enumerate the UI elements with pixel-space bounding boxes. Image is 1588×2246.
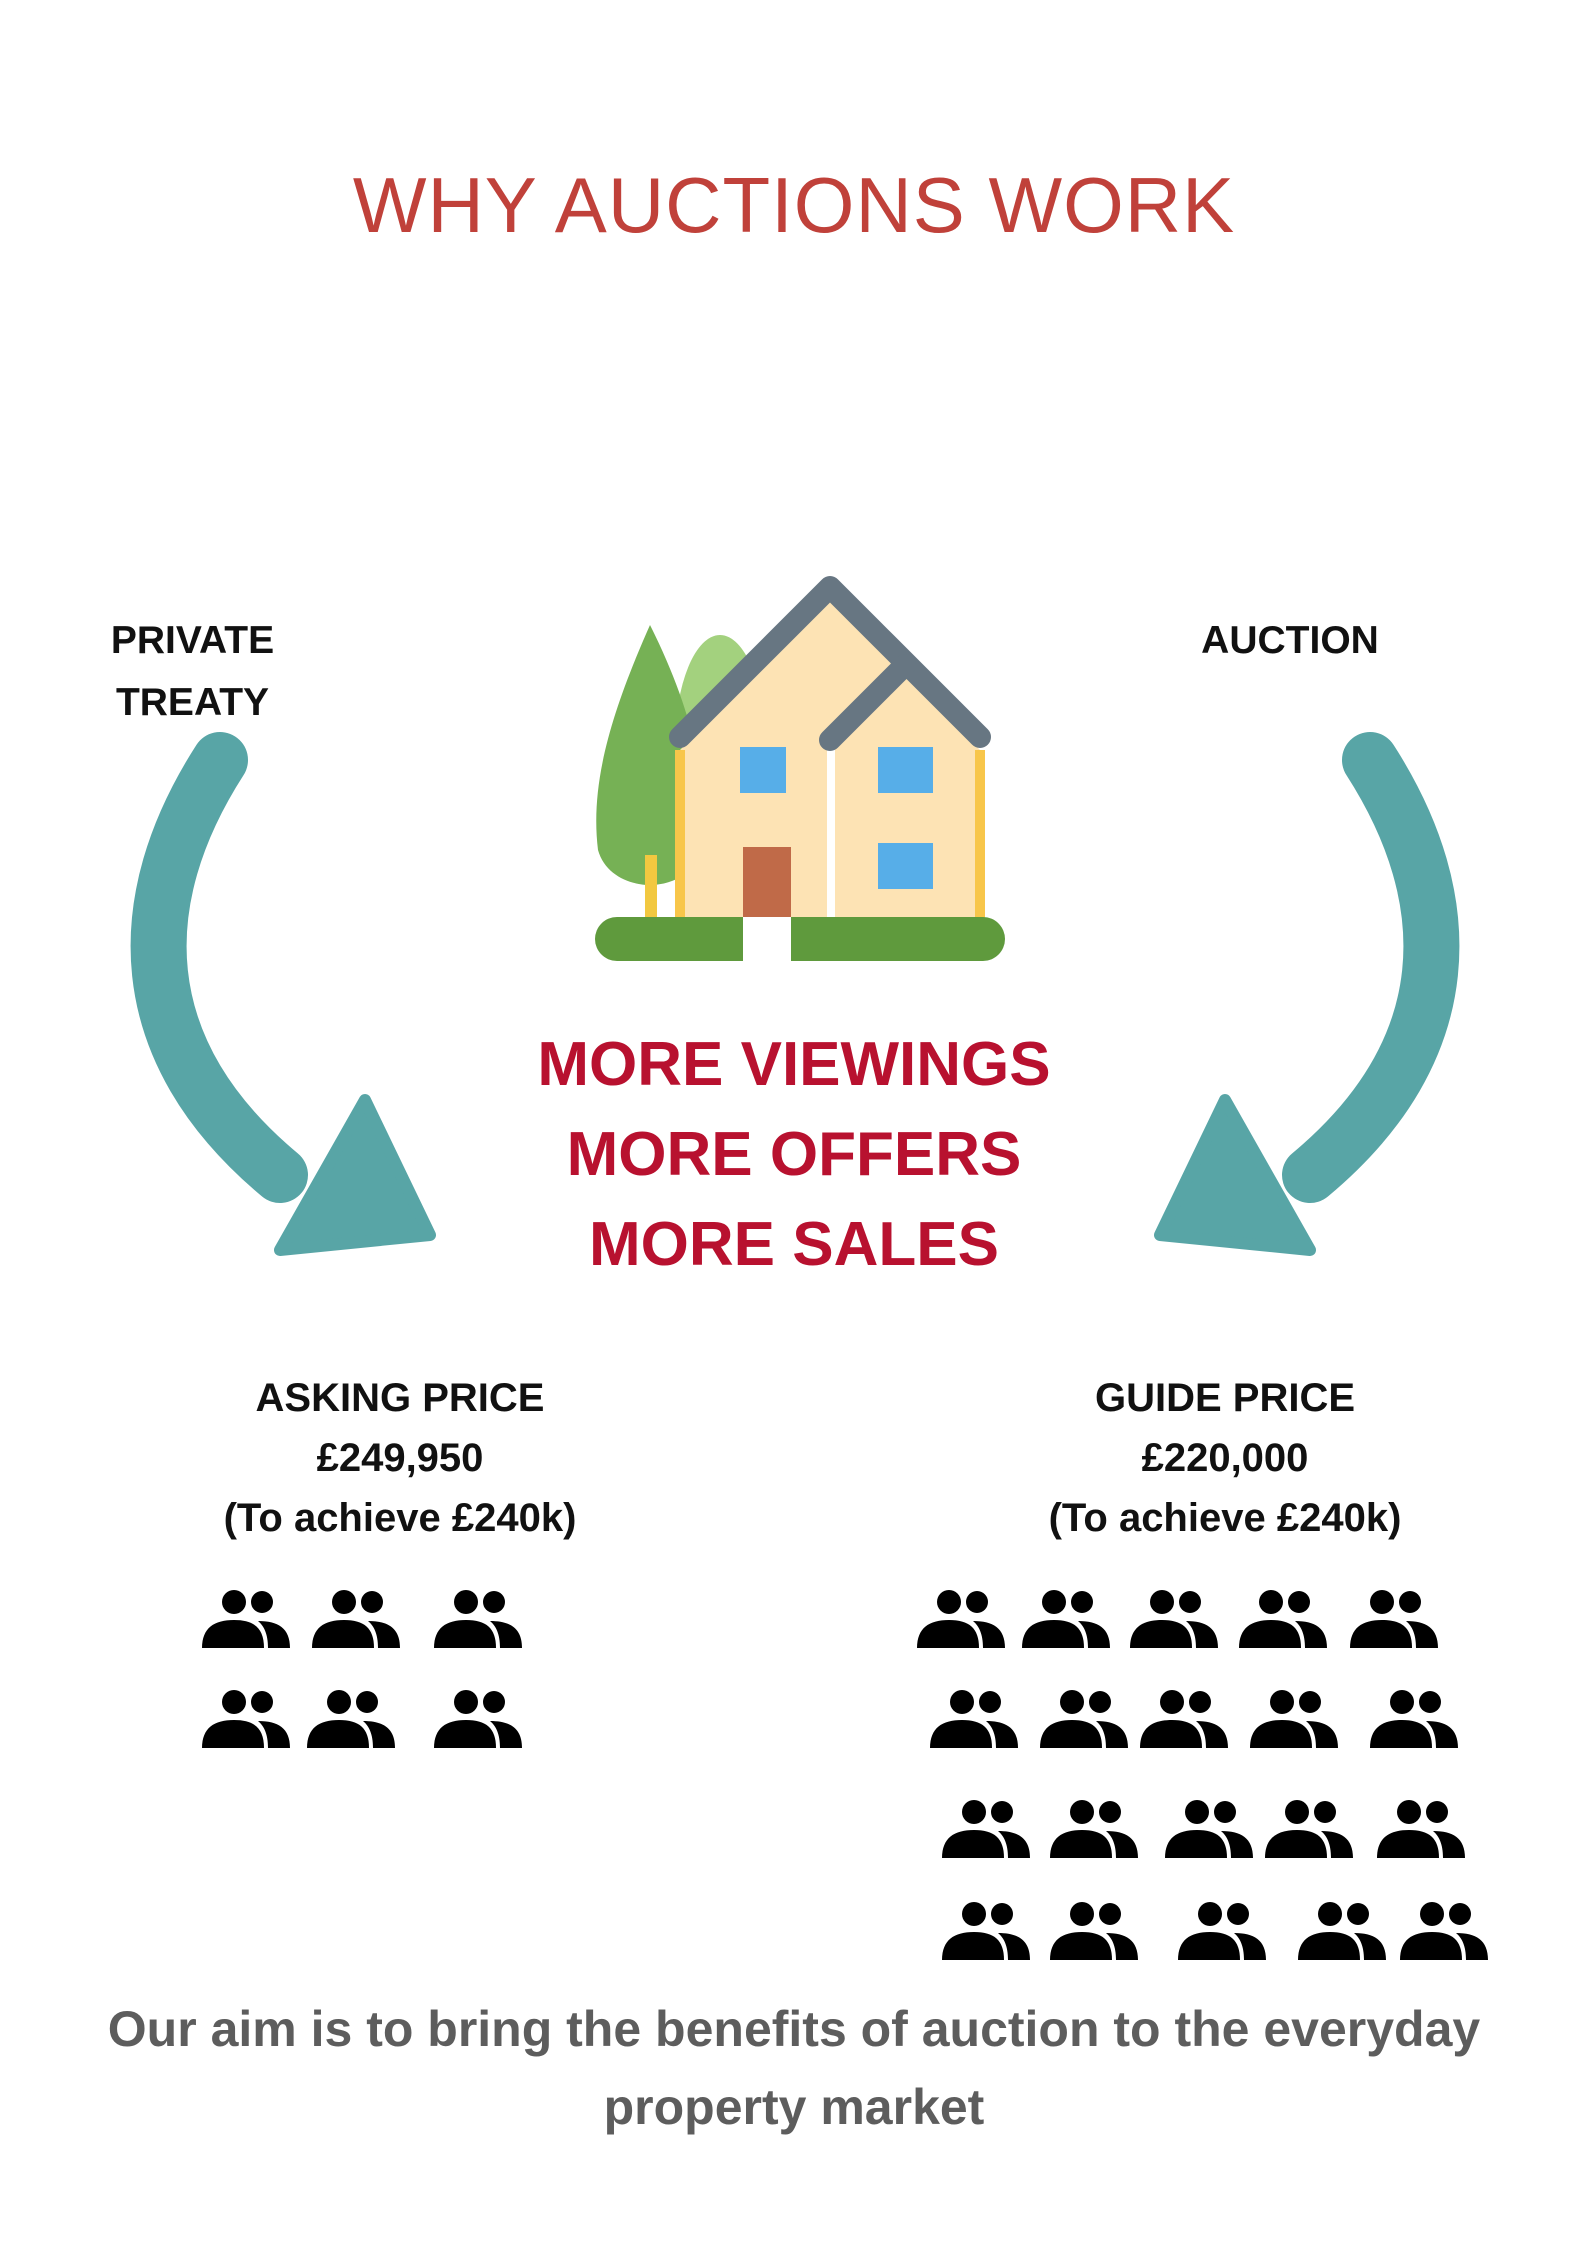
people-group-icon	[1265, 1800, 1353, 1858]
people-group-icon	[1350, 1590, 1438, 1648]
people-group-icon	[1250, 1690, 1338, 1748]
curved-arrow-icon-left	[130, 732, 436, 1256]
people-group-icon	[1022, 1590, 1110, 1648]
people-group-icon	[942, 1902, 1030, 1960]
people-group-icon	[1165, 1800, 1253, 1858]
guide-price-value: £220,000	[1141, 1436, 1309, 1480]
people-group-icon	[1178, 1902, 1266, 1960]
auction-label: AUCTION	[1201, 619, 1379, 662]
people-group-icon	[202, 1690, 290, 1748]
guide-price-heading: GUIDE PRICE	[1094, 1376, 1356, 1420]
footer-statement: Our aim is to bring the benefits of auct…	[0, 1990, 1588, 2146]
asking-price-heading: ASKING PRICE	[255, 1376, 545, 1420]
people-group-icon	[1298, 1902, 1386, 1960]
people-group-icon	[1130, 1590, 1218, 1648]
people-group-icon	[434, 1690, 522, 1748]
benefit-more-sales: MORE SALES	[589, 1210, 999, 1279]
people-group-icon	[312, 1590, 400, 1648]
footer-line1: Our aim is to bring the benefits of auct…	[107, 2001, 1481, 2057]
people-group-icon	[930, 1690, 1018, 1748]
house-icon	[595, 576, 1005, 961]
people-group-icon	[434, 1590, 522, 1648]
guide-price-note: (To achieve £240k)	[1048, 1496, 1402, 1540]
asking-price-note: (To achieve £240k)	[223, 1496, 577, 1540]
people-group-icon	[1370, 1690, 1458, 1748]
people-group-icon	[1040, 1690, 1128, 1748]
benefit-more-viewings: MORE VIEWINGS	[537, 1030, 1051, 1099]
private-treaty-label-line2: TREATY	[115, 681, 270, 724]
benefit-more-offers: MORE OFFERS	[566, 1120, 1022, 1189]
people-group-icon	[1239, 1590, 1327, 1648]
guide-price-block: GUIDE PRICE £220,000 (To achieve £240k)	[925, 1368, 1525, 1548]
people-group-icon	[202, 1590, 290, 1648]
people-group-icon	[942, 1800, 1030, 1858]
people-group-icon	[307, 1690, 395, 1748]
benefits-list: MORE VIEWINGS MORE OFFERS MORE SALES	[0, 1020, 1588, 1290]
asking-price-block: ASKING PRICE £249,950 (To achieve £240k)	[100, 1368, 700, 1548]
people-group-icon	[1050, 1800, 1138, 1858]
people-group-icon	[1400, 1902, 1488, 1960]
asking-price-value: £249,950	[316, 1436, 484, 1480]
people-group-icon	[1050, 1902, 1138, 1960]
people-group-icon	[1377, 1800, 1465, 1858]
curved-arrow-icon-right	[1154, 732, 1460, 1256]
private-treaty-label-line1: PRIVATE	[110, 619, 275, 662]
private-treaty-label: PRIVATE TREATY	[90, 610, 295, 734]
footer-line2: property market	[603, 2079, 985, 2135]
people-group-icon	[917, 1590, 1005, 1648]
page-title: WHY AUCTIONS WORK	[352, 161, 1236, 249]
people-group-icon	[1140, 1690, 1228, 1748]
